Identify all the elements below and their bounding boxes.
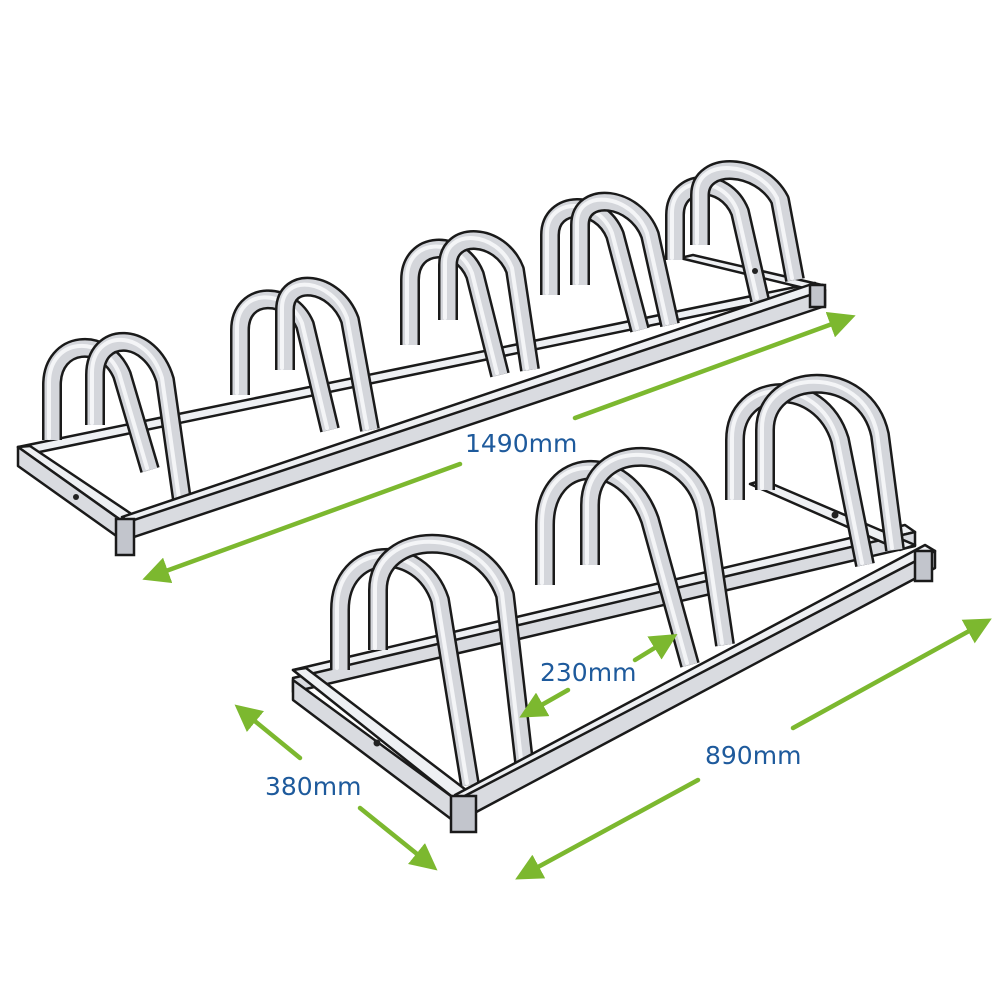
long-rack-arch-back-1 [42, 338, 160, 473]
long-length-label: 1490mm [465, 429, 577, 458]
short-rack-arch-back-2 [535, 459, 700, 668]
long-rack-arch-front-2 [275, 276, 380, 432]
long-rack-arch-back-5 [665, 175, 770, 303]
long-rack-arch-front-4 [570, 191, 680, 328]
three-bike-rack [291, 373, 937, 834]
short-length-arrow-left [515, 777, 701, 880]
width-arrow-bottom [357, 805, 438, 871]
long-rack-arch-front-1 [85, 331, 192, 502]
arch-spacing-arrow-left [519, 687, 571, 718]
long-length-arrow [142, 461, 463, 584]
long-rack-arches [42, 160, 805, 502]
arch-spacing-arrow-right [632, 633, 678, 663]
arch-spacing-label: 230mm [540, 658, 636, 687]
width-arrow-top [234, 704, 303, 761]
short-rack-arch-front-3 [755, 373, 905, 552]
long-rack-arch-back-2 [230, 289, 340, 433]
short-length-label: 890mm [705, 741, 801, 770]
long-rack-arch-back-4 [540, 198, 650, 333]
long-rack-arch-back-3 [400, 238, 510, 378]
dimension-annotations: 1490mm 890mm 380mm 230mm [142, 311, 992, 880]
long-rack-arch-front-5 [690, 160, 805, 282]
short-length-arrow-right [790, 618, 992, 731]
five-bike-rack [16, 160, 827, 557]
long-rack-arch-front-3 [438, 230, 540, 372]
long-length-arrow-right [572, 311, 856, 421]
short-rack-arches [330, 373, 905, 787]
width-label: 380mm [265, 772, 361, 801]
short-rack-arch-front-2 [580, 446, 735, 647]
short-rack-arch-front-1 [368, 533, 535, 772]
